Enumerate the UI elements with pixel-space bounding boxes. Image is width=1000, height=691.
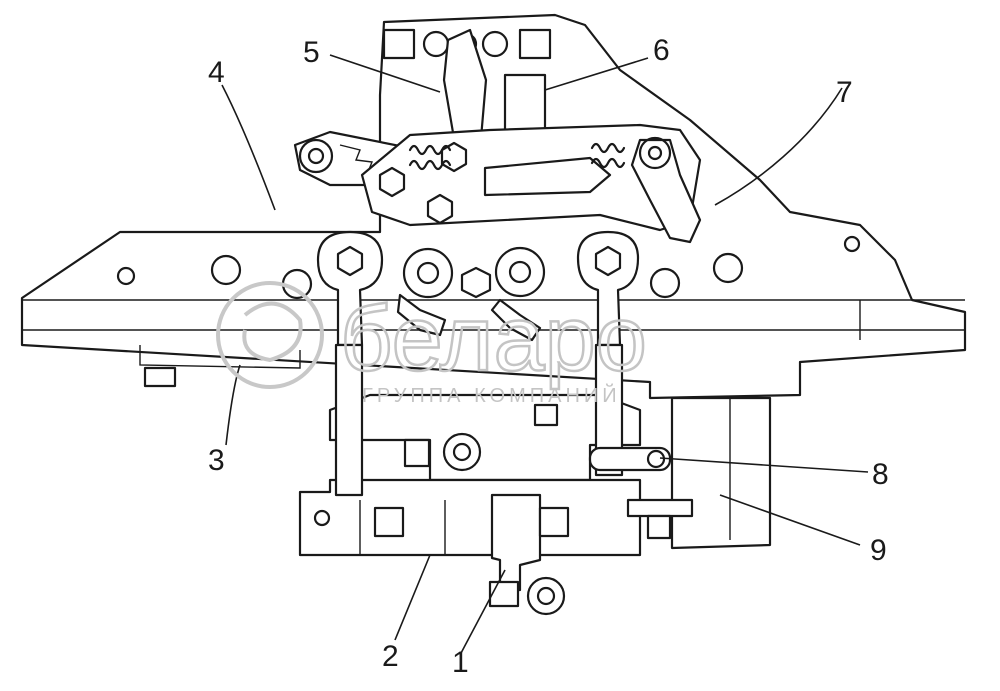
watermark-brand: беларо xyxy=(340,288,647,390)
callout-2: 2 xyxy=(382,640,399,673)
housing-lower-lip xyxy=(139,345,301,369)
actuator-bracket xyxy=(626,498,694,518)
rocker-arm-left xyxy=(316,230,384,347)
callout-4: 4 xyxy=(208,56,225,89)
spring-left xyxy=(408,144,452,171)
watermark: беларо ГРУППА КОМПАНИЙ xyxy=(216,281,648,407)
spool-nut xyxy=(488,580,520,608)
watermark-tagline: ГРУППА КОМПАНИЙ xyxy=(362,383,621,407)
leader-lines xyxy=(221,54,869,656)
right-pivot-lever xyxy=(630,138,702,244)
callout-7: 7 xyxy=(836,76,853,109)
callout-6: 6 xyxy=(653,34,670,67)
housing-bolt-holes xyxy=(116,235,861,300)
cam-follower-right xyxy=(490,246,546,342)
callout-3: 3 xyxy=(208,444,225,477)
center-hex-nut xyxy=(460,266,492,299)
callout-1: 1 xyxy=(452,646,469,679)
rocker-arm-right xyxy=(576,230,640,347)
callout-9: 9 xyxy=(870,534,887,567)
central-spool xyxy=(490,493,542,592)
housing-body xyxy=(20,13,967,400)
watermark-logo-icon xyxy=(216,281,324,389)
hex-nut-a xyxy=(378,166,406,198)
spring-right xyxy=(590,142,626,169)
valve-fitting-top xyxy=(403,403,559,472)
callout-8: 8 xyxy=(872,458,889,491)
mount-bolt-left xyxy=(143,366,177,388)
valve-stem-left xyxy=(334,343,364,497)
callout-5: 5 xyxy=(303,36,320,69)
stop-block xyxy=(503,73,547,137)
actuator-bolt xyxy=(646,514,672,540)
valve-fitting-right xyxy=(538,506,570,538)
valve-fitting-left xyxy=(313,506,405,538)
link-slot xyxy=(483,156,612,197)
central-link-plate xyxy=(360,123,702,232)
hex-nut-c xyxy=(426,193,454,225)
valve-body-upper xyxy=(328,393,642,482)
cam-follower-left xyxy=(396,247,454,337)
right-actuator-housing xyxy=(670,396,772,550)
